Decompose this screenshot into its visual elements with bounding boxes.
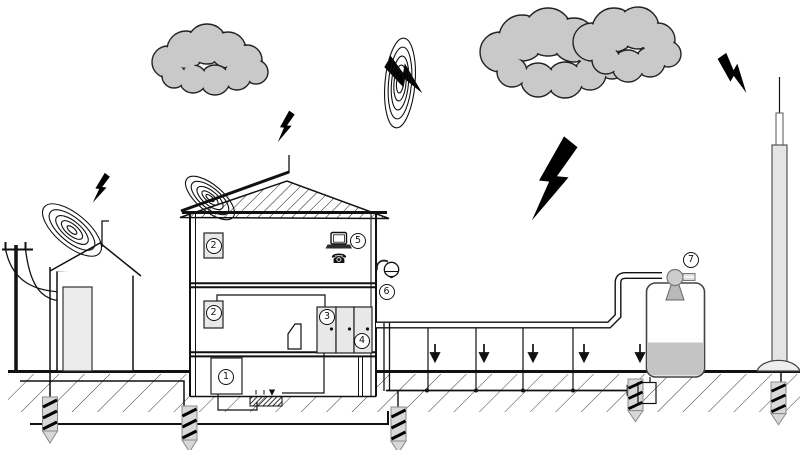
- shed-roof: [49, 242, 142, 277]
- callout-6: 6: [378, 283, 395, 300]
- equipment-pedestal: [287, 323, 302, 350]
- overhead-power-lines: [4, 248, 63, 302]
- cable-tray-posts: [427, 328, 574, 390]
- callout-4: 4: [354, 333, 370, 349]
- deep-earth-conductor: [20, 380, 389, 425]
- laptop-icon: [325, 231, 352, 249]
- ground-hatch: [8, 374, 800, 412]
- tank-valve-ball: [666, 268, 684, 287]
- shed-door: [62, 286, 93, 372]
- storm-cloud-right-front: [572, 6, 682, 83]
- phone-icon: ☎: [331, 252, 347, 267]
- earth-bond-right: [282, 353, 325, 394]
- storage-tank: [645, 268, 706, 378]
- lightning-bolt-mast: [710, 50, 759, 93]
- floor-slab-upper: [190, 282, 376, 289]
- em-field-coil-shed: [42, 203, 102, 257]
- lightning-bolt-house: [277, 110, 295, 144]
- antenna-mast: [756, 77, 800, 372]
- earth-rod-1: [41, 395, 59, 445]
- lightning-bolt-shed: [92, 172, 111, 205]
- callout-7: 7: [683, 251, 699, 268]
- earth-rod-5: [769, 380, 788, 427]
- cctv-camera-icon: [376, 259, 400, 279]
- storm-cloud-left: [151, 23, 269, 96]
- callout-3: 3: [319, 309, 335, 325]
- shed-building: [49, 220, 142, 372]
- utility-pole: [2, 242, 33, 371]
- callout-2-lower: 2: [205, 305, 222, 321]
- basement-terminal-box: [210, 357, 243, 395]
- callout-1: 1: [218, 369, 234, 385]
- right-down-conductor: [358, 357, 363, 396]
- tray-drop-pipe: [383, 323, 391, 391]
- mast-base: [756, 359, 800, 372]
- foundation-earth-electrode: [249, 390, 283, 407]
- tank-liquid: [648, 342, 703, 376]
- earth-rod-4: [626, 377, 645, 424]
- em-field-coil-sky: [384, 37, 416, 129]
- callout-2-upper: 2: [205, 238, 222, 254]
- pipeline-current-arrows: [429, 344, 646, 364]
- earth-rod-3: [389, 405, 408, 450]
- equipment-wiring: [216, 294, 326, 307]
- em-field-coil-house: [184, 175, 236, 221]
- cable-tray-pipe: [376, 272, 662, 391]
- earth-rod-2: [180, 404, 199, 450]
- lightning-bolt-large: [531, 134, 579, 225]
- roof: [179, 180, 390, 220]
- shed-air-terminal: [101, 220, 109, 247]
- callout-5: 5: [350, 232, 366, 249]
- tank-earth-bond: [637, 377, 657, 405]
- air-termination-conductor: [180, 170, 290, 213]
